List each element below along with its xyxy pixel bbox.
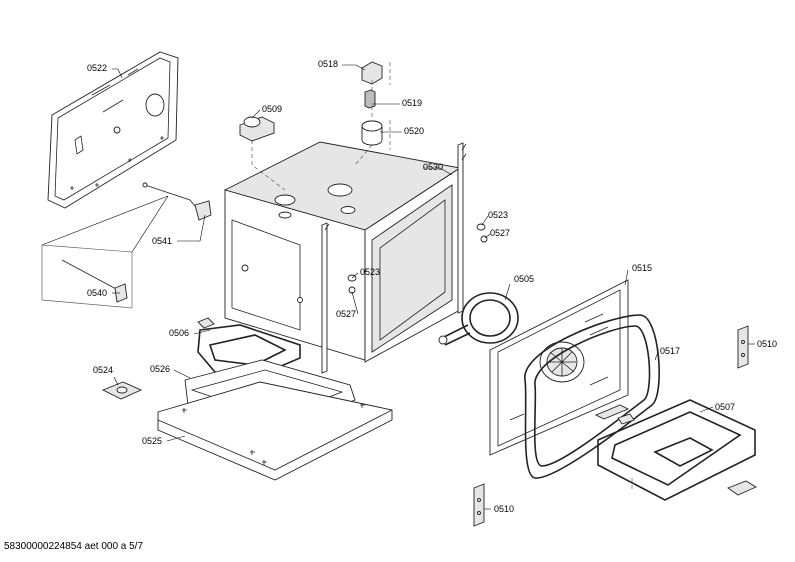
rear-cover-panel <box>47 51 179 209</box>
callout-0510-right: 0510 <box>757 339 777 349</box>
callout-0509: 0509 <box>262 104 282 114</box>
callout-0527-cavity: 0527 <box>336 309 356 319</box>
callout-0510-bottom: 0510 <box>494 504 514 514</box>
callout-0523-cavity: 0523 <box>360 267 380 277</box>
oven-door-seal <box>524 314 660 479</box>
callout-0515: 0515 <box>632 263 652 273</box>
callout-0519: 0519 <box>402 98 422 108</box>
leader-lines <box>112 64 755 510</box>
ring-heater <box>438 292 519 346</box>
callout-labels: 0522 0518 0519 0509 0520 0530 0523 0527 … <box>87 59 777 514</box>
callout-0506: 0506 <box>169 328 189 338</box>
rear-wall-fan-cover <box>489 279 629 456</box>
callout-0520: 0520 <box>404 126 424 136</box>
document-footer-code: 58300000224854 aet 000 a 5/7 <box>4 541 144 552</box>
callout-0525: 0525 <box>142 436 162 446</box>
callout-0507: 0507 <box>715 402 735 412</box>
lamp-assembly <box>354 61 391 166</box>
callout-0505: 0505 <box>514 274 534 284</box>
door-hinge-right <box>737 325 749 369</box>
temperature-sensor <box>41 182 212 253</box>
oven-cavity <box>223 141 467 374</box>
callout-0526: 0526 <box>150 364 170 374</box>
door-hinge-bottom <box>473 483 485 527</box>
sensor-detail-box <box>41 244 133 309</box>
callout-0522: 0522 <box>87 63 107 73</box>
callout-0523-right: 0523 <box>488 210 508 220</box>
grill-heater <box>594 399 757 501</box>
callout-0530: 0530 <box>423 162 443 172</box>
callout-0517: 0517 <box>660 346 680 356</box>
small-plate <box>101 381 143 400</box>
lamp-holder <box>239 116 286 191</box>
callout-0524: 0524 <box>93 365 113 375</box>
callout-0518: 0518 <box>318 59 338 69</box>
callout-0540: 0540 <box>87 288 107 298</box>
bottom-plate <box>157 381 393 481</box>
callout-0527-right: 0527 <box>490 228 510 238</box>
fixing-screws-right <box>476 223 488 243</box>
callout-0541: 0541 <box>152 236 172 246</box>
